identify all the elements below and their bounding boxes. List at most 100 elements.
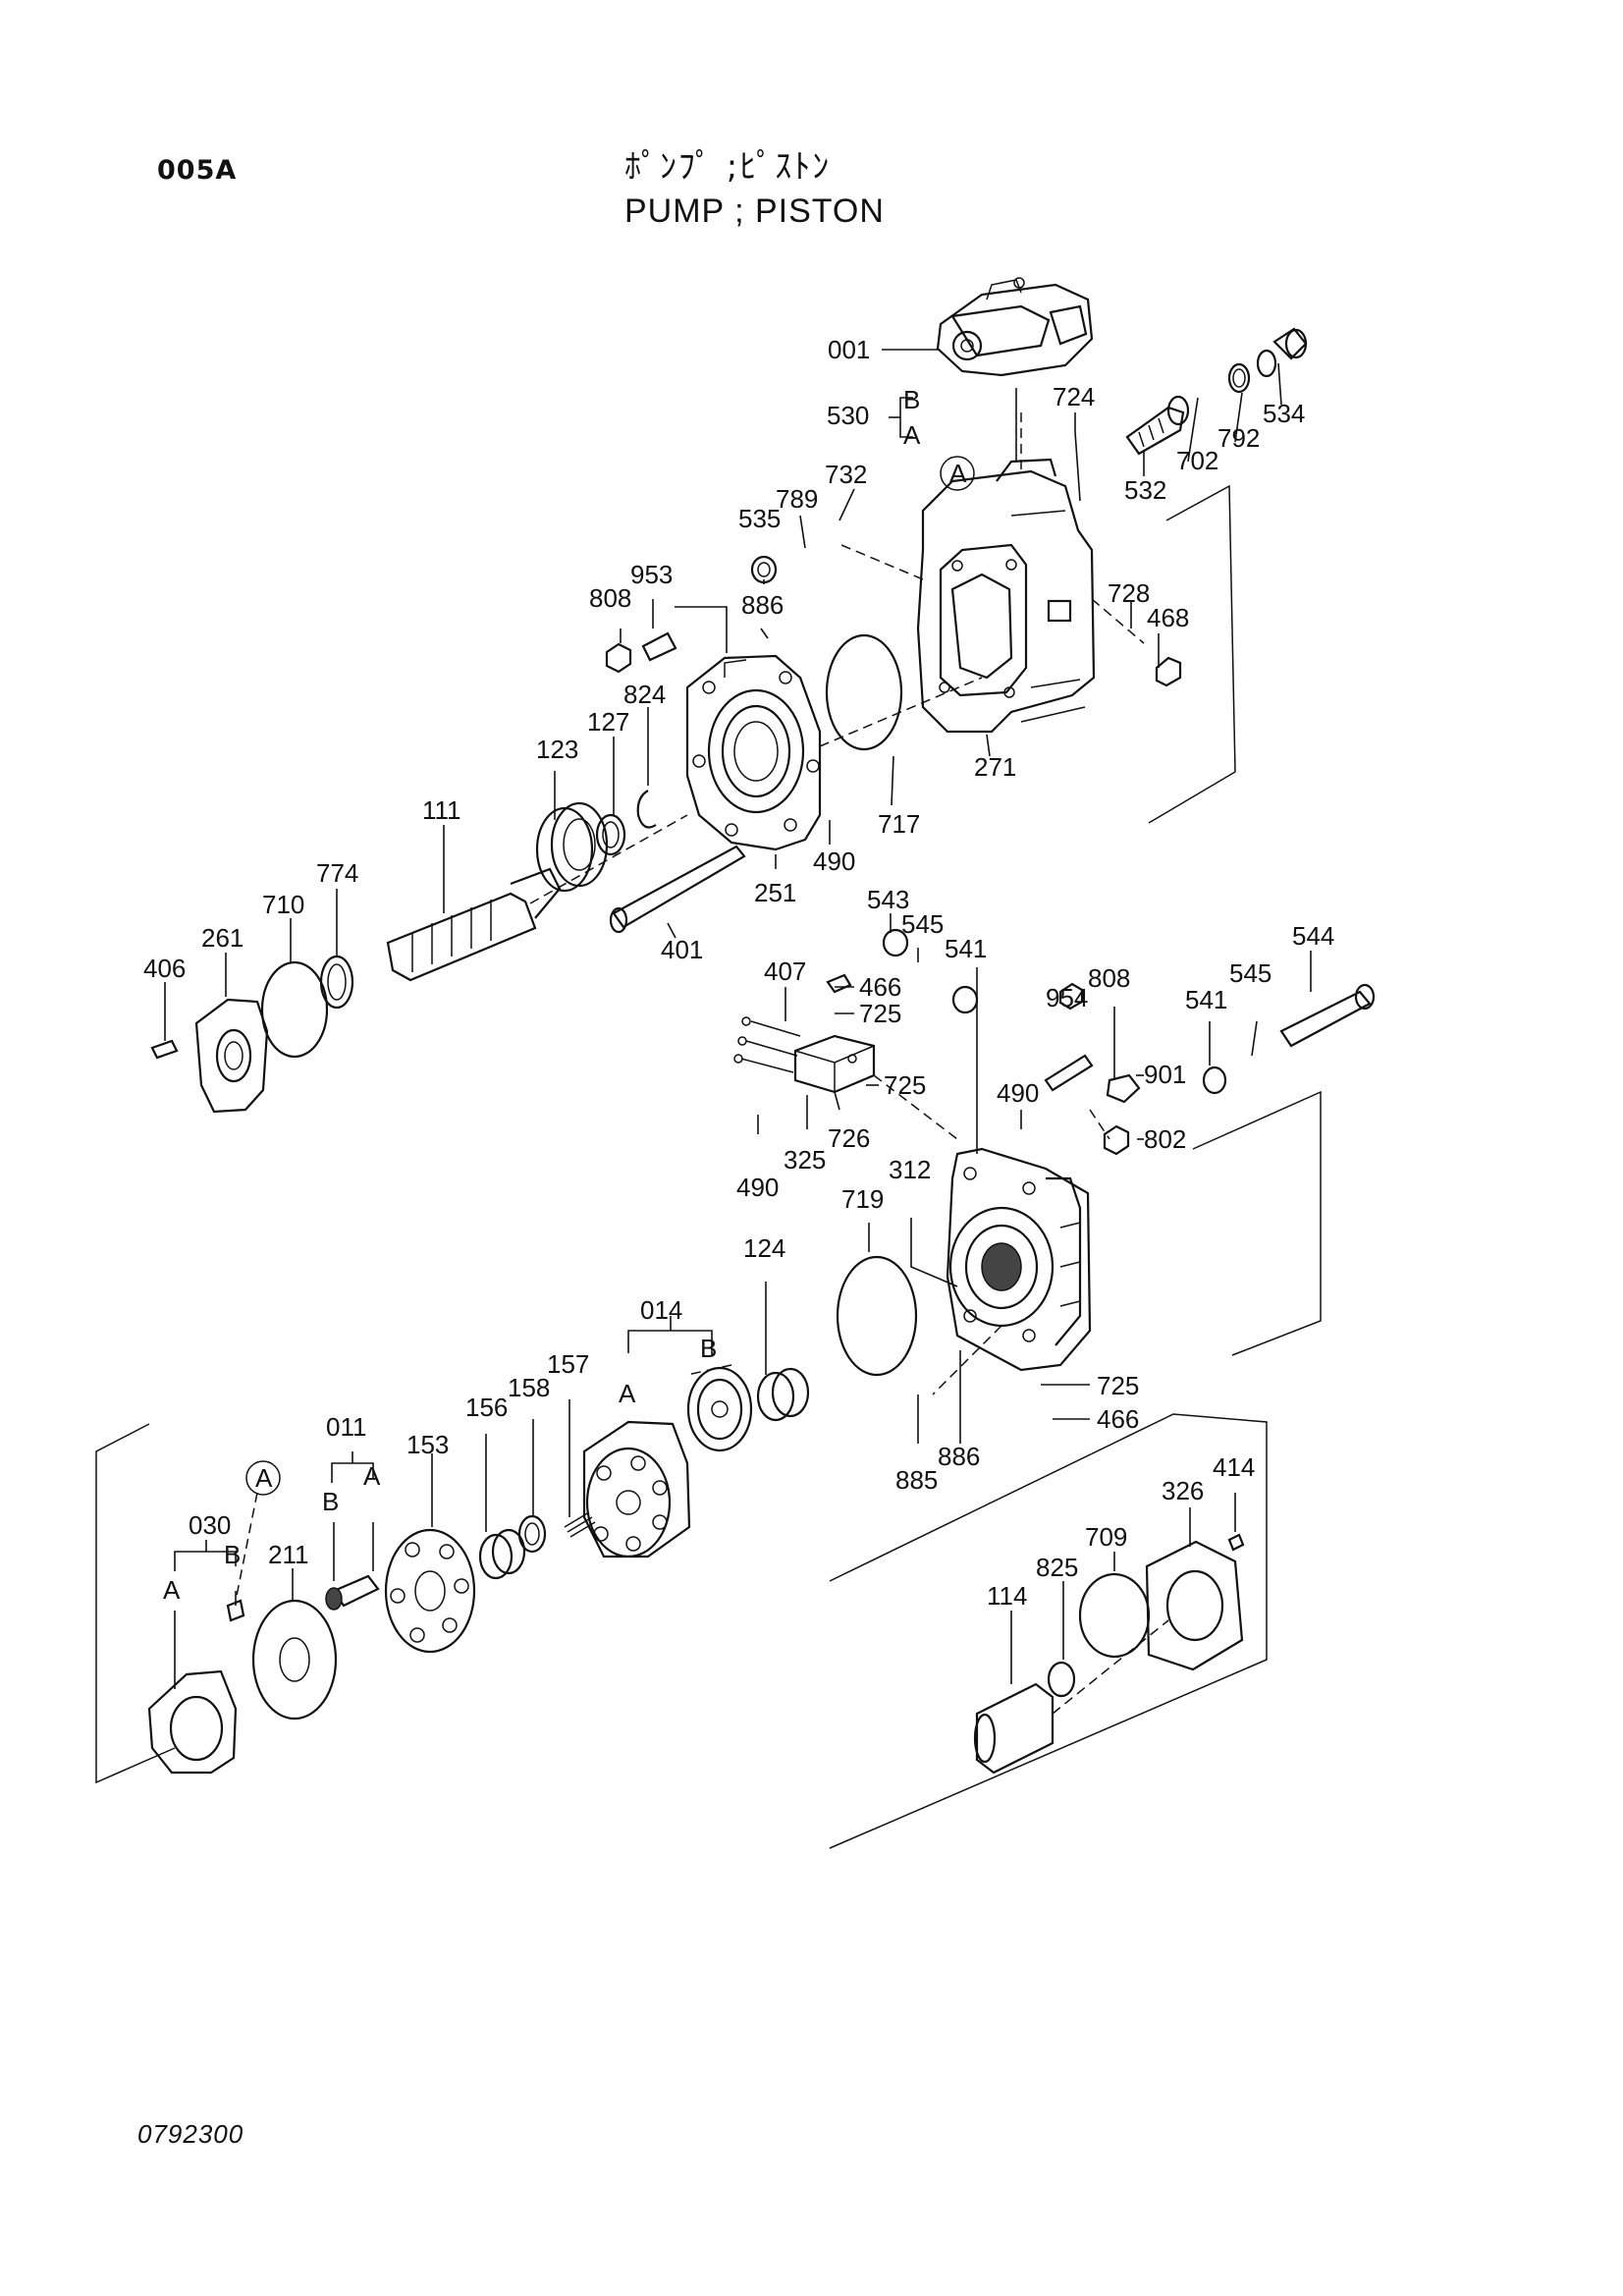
seal-cover-261 [150,998,269,1114]
page-code: 005A [157,155,238,186]
callout-011-a: A [363,1461,381,1491]
callout-541-right: 541 [1185,985,1227,1014]
callout-490-left: 490 [736,1173,779,1202]
callout-030: 030 [189,1510,231,1540]
callout-211: 211 [268,1540,308,1569]
callout-534: 534 [1263,399,1305,428]
callout-725-top: 725 [859,999,901,1028]
pump-assembly-001 [936,277,1094,377]
callout-545-top: 545 [901,909,944,939]
callout-709: 709 [1085,1522,1127,1552]
callout-153: 153 [406,1430,449,1459]
callout-111: 111 [422,795,461,825]
callout-011-b: B [322,1487,339,1516]
bearing-123 [535,801,609,893]
callout-014: 014 [640,1295,682,1325]
block-325 [733,1016,876,1094]
gear-parts [973,1533,1245,1775]
callout-251: 251 [754,878,796,907]
plug-parts [1125,327,1308,687]
page-title: PUMP ; PISTON [624,192,885,230]
callout-789: 789 [776,484,818,514]
callout-325: 325 [784,1145,826,1175]
callout-886-bottom: 886 [938,1442,980,1471]
callout-802: 802 [1144,1124,1186,1154]
assembly-axis-lines [235,412,1169,1715]
callout-717: 717 [878,809,920,839]
callout-954: 954 [1046,983,1088,1012]
callout-953: 953 [630,560,673,589]
callout-156: 156 [465,1393,508,1422]
callout-726: 726 [828,1123,870,1153]
callout-circle-a-bottom: A [255,1463,273,1493]
callout-490-mid: 490 [997,1078,1039,1108]
callout-468: 468 [1147,603,1189,632]
group-frame-lines [95,484,1322,1849]
callout-530-b: B [903,385,920,414]
callout-401: 401 [661,935,703,964]
callout-886-top: 886 [741,590,784,620]
callout-543: 543 [867,885,909,914]
reference-circle-a-bottom [245,1460,281,1496]
callout-710: 710 [262,890,304,919]
callout-011: 011 [326,1412,366,1442]
shaft-111 [386,867,562,982]
callout-725-mid: 725 [884,1070,926,1100]
bolt-401 [609,845,746,934]
callout-545-right: 545 [1229,958,1271,988]
callout-732: 732 [825,460,867,489]
callout-circle-a-top: A [949,459,967,488]
callout-312: 312 [889,1155,931,1184]
callout-124: 124 [743,1233,785,1263]
callout-001: 001 [828,335,870,364]
callout-466-bottom: 466 [1097,1404,1139,1434]
callout-725-bottom: 725 [1097,1371,1139,1400]
callout-774: 774 [316,858,358,888]
callout-808-top: 808 [589,583,631,613]
callout-490-top: 490 [813,847,855,876]
callout-901: 901 [1144,1060,1186,1089]
small-fittings [605,555,1376,1156]
drawing-number: 0792300 [137,2119,244,2149]
callout-728: 728 [1108,578,1150,608]
callout-414: 414 [1213,1452,1255,1482]
leader-lines [164,349,1312,1689]
callout-114: 114 [987,1581,1027,1611]
callout-530: 530 [827,401,869,430]
callout-808-right: 808 [1088,963,1130,993]
callout-271: 271 [974,752,1016,782]
pump-housing-271 [916,458,1096,734]
callout-261: 261 [201,923,243,953]
callout-535: 535 [738,504,781,533]
callout-530-a: A [903,420,921,450]
callout-792: 792 [1217,423,1260,453]
callout-407: 407 [764,957,806,986]
callout-544: 544 [1292,921,1334,951]
callout-466-top: 466 [859,972,901,1002]
reference-circle-a-top [940,456,975,491]
callout-724: 724 [1053,382,1095,411]
callout-014-a: A [619,1379,636,1408]
page-title-japanese: ﾎﾟﾝﾌﾟ ;ﾋﾟｽﾄﾝ [624,147,832,187]
seal-rings [260,349,1277,1698]
callout-541-top: 541 [945,934,987,963]
callout-702: 702 [1176,446,1218,475]
callout-157: 157 [547,1349,589,1379]
callout-030-b: B [224,1540,241,1569]
callout-labels: 001 530 B A 724 532 702 792 534 A 732 78… [143,335,1334,1611]
callout-014-b: B [700,1334,717,1363]
callout-030-a: A [163,1575,181,1605]
valve-block-312 [946,1147,1092,1372]
callout-825: 825 [1036,1553,1078,1582]
callout-326: 326 [1162,1476,1204,1505]
callout-406: 406 [143,954,186,983]
callout-719: 719 [841,1184,884,1214]
callout-158: 158 [508,1373,550,1402]
callout-532: 532 [1124,475,1166,505]
callout-824: 824 [623,680,666,709]
rotating-group [147,1366,810,1775]
callout-127: 127 [587,707,629,737]
callout-885: 885 [895,1465,938,1495]
flange-cover-251 [685,654,822,851]
